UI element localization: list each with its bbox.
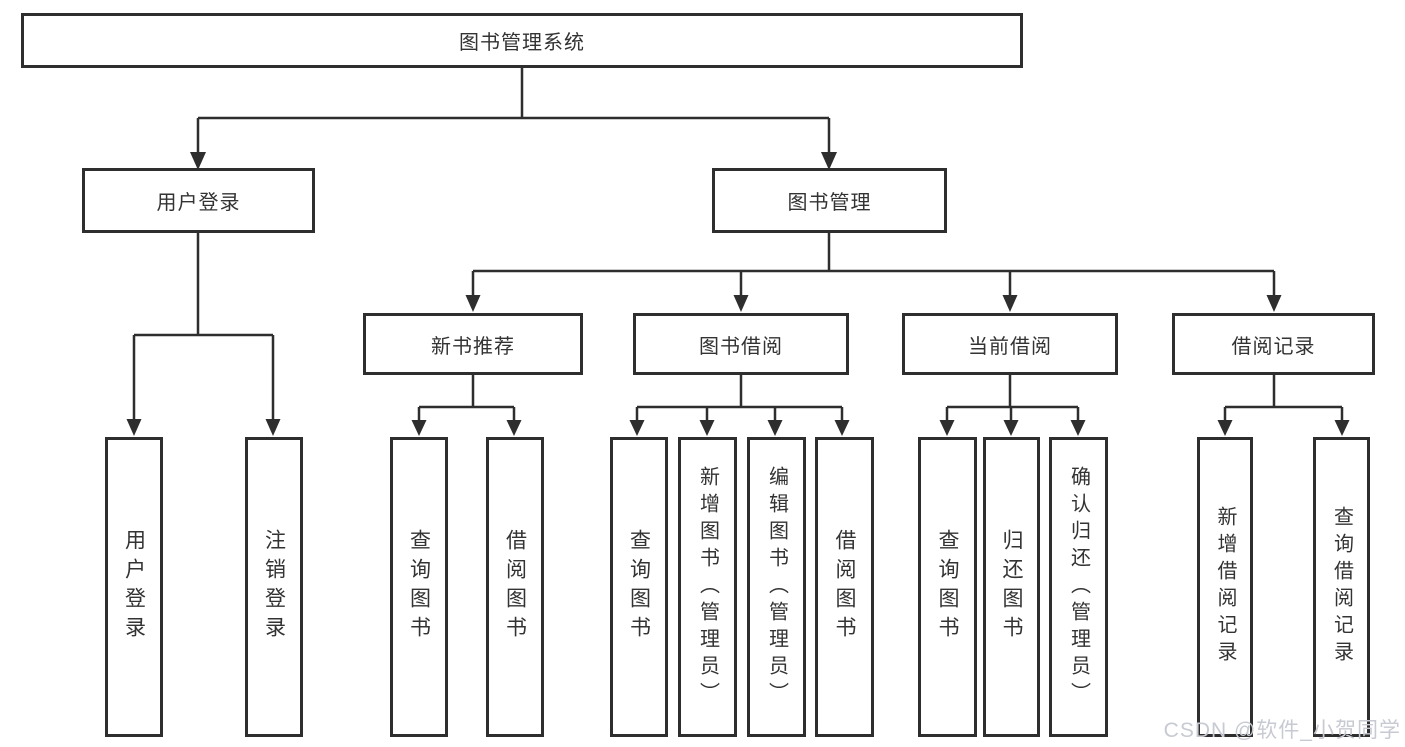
node-current-borrow: 当前借阅: [902, 313, 1118, 375]
node-book-management: 图书管理: [712, 168, 947, 233]
leaf-confirm-return-admin: 确认归还（管理员）: [1049, 437, 1108, 737]
leaf-edit-book-admin: 编辑图书（管理员）: [747, 437, 806, 737]
node-borrow-records: 借阅记录: [1172, 313, 1375, 375]
leaf-return-book: 归还图书: [983, 437, 1040, 737]
node-new-book-recommend: 新书推荐: [363, 313, 583, 375]
leaf-user-login: 用户登录: [105, 437, 163, 737]
leaf-logout: 注销登录: [245, 437, 303, 737]
leaf-query-book-borrow: 查询图书: [610, 437, 668, 737]
leaf-borrow-book: 借阅图书: [815, 437, 874, 737]
node-library-management-system: 图书管理系统: [21, 13, 1023, 68]
leaf-query-borrow-record: 查询借阅记录: [1313, 437, 1370, 737]
leaf-query-book-current: 查询图书: [918, 437, 977, 737]
node-user-login: 用户登录: [82, 168, 315, 233]
leaf-add-book-admin: 新增图书（管理员）: [678, 437, 737, 737]
leaf-query-book-recommend: 查询图书: [390, 437, 448, 737]
csdn-watermark: CSDN @软件_小贺同学: [1163, 719, 1401, 742]
node-book-borrow: 图书借阅: [633, 313, 849, 375]
leaf-borrow-book-recommend: 借阅图书: [486, 437, 544, 737]
leaf-add-borrow-record: 新增借阅记录: [1197, 437, 1253, 737]
